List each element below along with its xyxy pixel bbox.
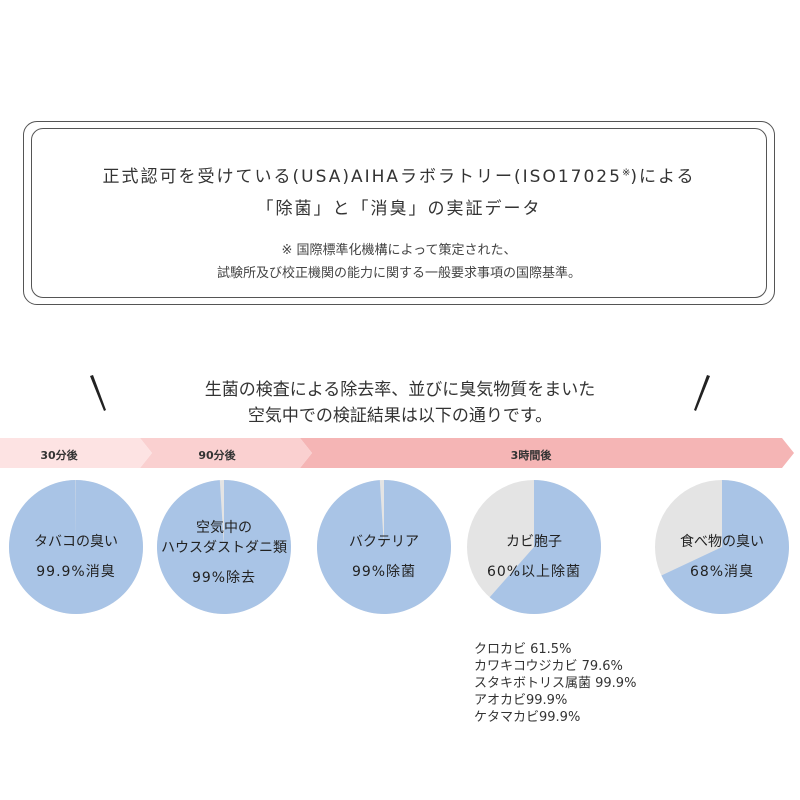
pie-result: 99%除菌 xyxy=(351,564,417,580)
pie-label-1: タバコの臭い 99.9%消臭 xyxy=(34,532,118,582)
pie-chart-4 xyxy=(467,480,601,614)
right-accent-mark xyxy=(694,375,710,411)
pie-value-slice xyxy=(316,480,451,614)
pie-result: 99%除去 xyxy=(191,570,257,586)
timeline-label-3: 3時間後 xyxy=(510,449,552,462)
pie-value-slice xyxy=(8,480,144,614)
header-title-prefix: 正式認可を受けている(USA)AIHAラボラトリー(ISO17025 xyxy=(102,167,622,187)
pie-chart-3 xyxy=(316,480,451,614)
footnote-mark: ※ xyxy=(621,167,631,179)
pie-name: カビ胞子 xyxy=(506,534,562,550)
mold-detail-item: スタキボトリス属菌 99.9% xyxy=(474,676,637,691)
pie-name: 食べ物の臭い xyxy=(680,534,764,550)
mold-detail-list: クロカビ 61.5% カワキコウジカビ 79.6% スタキボトリス属菌 99.9% ア… xyxy=(474,641,636,726)
timeline-stage-1 xyxy=(0,438,152,468)
results-pie-charts xyxy=(8,480,789,614)
header-title-line2: 「除菌」と「消臭」の実証データ xyxy=(256,199,542,219)
pie-value-slice xyxy=(489,480,601,614)
pie-result: 60%以上除菌 xyxy=(486,564,582,580)
timeline-arrow-bar xyxy=(0,438,794,468)
header-note-line2: 試験所及び校正機関の能力に関する一般要求事項の国際基準。 xyxy=(216,266,581,281)
pie-name: 空気中の xyxy=(196,520,252,536)
header-title-suffix: )による xyxy=(630,167,696,187)
pie-name: バクテリア xyxy=(349,534,419,550)
pie-label-2: 空気中のハウスダストダニ類 99%除去 xyxy=(161,518,287,588)
mold-detail-item: アオカビ99.9% xyxy=(474,693,568,708)
timeline-label-2: 90分後 xyxy=(198,449,236,462)
intro-line1: 生菌の検査による除去率、並びに臭気物質をまいた xyxy=(204,380,596,400)
timeline-label-1: 30分後 xyxy=(40,449,78,462)
pie-value-slice xyxy=(661,480,789,614)
header-title-line1: 正式認可を受けている(USA)AIHAラボラトリー(ISO17025※)による xyxy=(31,162,767,187)
pie-chart-2 xyxy=(157,480,291,614)
pie-label-3: バクテリア 99%除菌 xyxy=(349,532,419,582)
intro-line2: 空気中での検証結果は以下の通りです。 xyxy=(247,406,553,426)
pie-result: 99.9%消臭 xyxy=(36,564,116,580)
header-frame-outer xyxy=(23,121,775,305)
pie-label-5: 食べ物の臭い 68%消臭 xyxy=(680,532,764,582)
mold-detail-item: クロカビ 61.5% xyxy=(474,642,572,657)
pie-result: 68%消臭 xyxy=(689,564,755,580)
header-frame-inner xyxy=(31,128,767,298)
left-accent-mark xyxy=(90,375,106,411)
pie-chart-1 xyxy=(8,480,144,614)
pie-chart-5 xyxy=(655,480,789,614)
pie-name: タバコの臭い xyxy=(34,534,118,550)
timeline-stage-3 xyxy=(300,438,794,468)
mold-detail-item: カワキコウジカビ 79.6% xyxy=(474,659,623,674)
header-note-line1: ※ 国際標準化機構によって策定された、 xyxy=(281,243,517,258)
pie-name: ハウスダストダニ類 xyxy=(161,540,287,556)
mold-detail-item: ケタマカビ99.9% xyxy=(474,710,581,725)
pie-label-4: カビ胞子 60%以上除菌 xyxy=(487,532,581,582)
pie-value-slice xyxy=(157,480,291,614)
timeline-stage-2 xyxy=(140,438,312,468)
